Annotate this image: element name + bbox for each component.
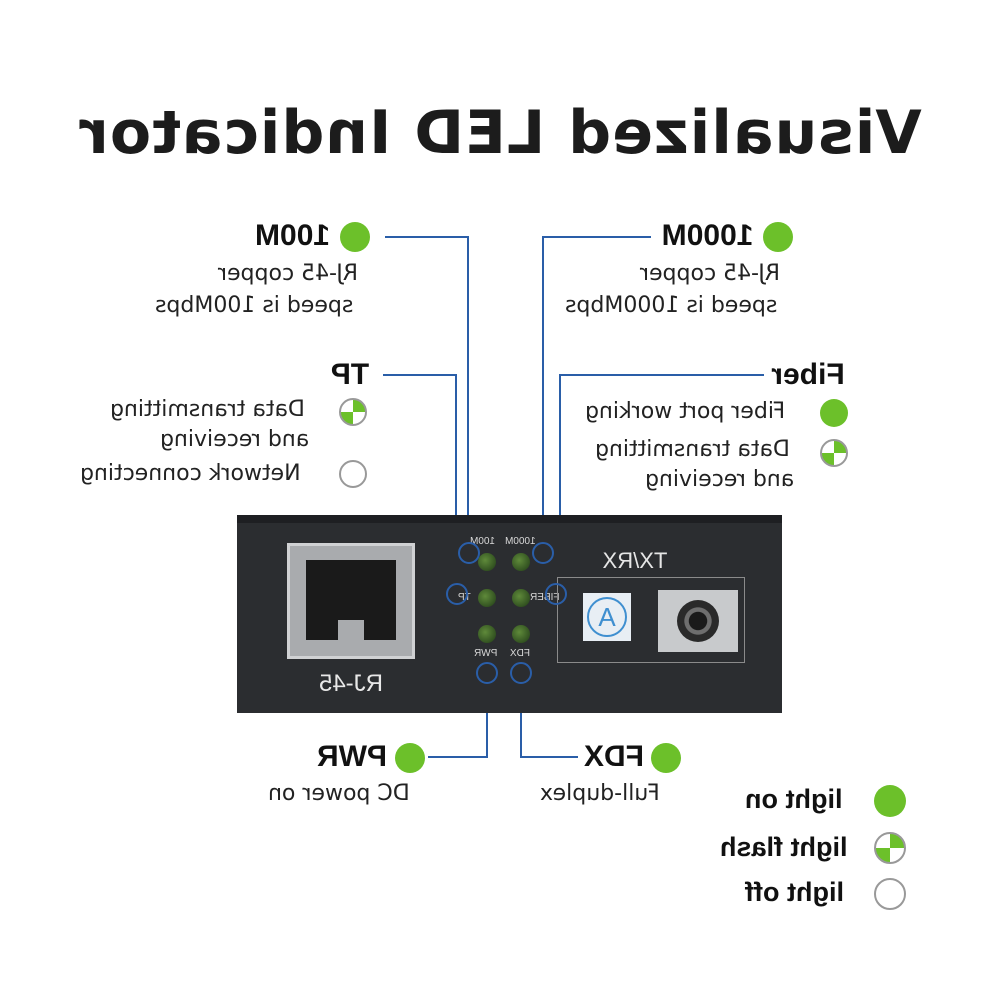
pointer-tp (446, 583, 468, 605)
callout-tp-item2: Network connecting (80, 461, 301, 486)
callout-1000m-title: 1000M (661, 219, 754, 252)
status-flash-icon (339, 398, 367, 426)
txrx-label: TX/RX (602, 548, 668, 573)
pointer-fiber (545, 583, 567, 605)
port-a-badge: A (583, 593, 631, 641)
callout-1000m-desc-line2: speed is 1000Mbps (565, 293, 778, 318)
device-led-1000m (512, 553, 530, 571)
device-led-fiber (512, 589, 530, 607)
rj45-port (287, 543, 415, 659)
line-100m (385, 236, 469, 547)
status-off-icon (339, 460, 367, 488)
legend-off-label: light off (745, 877, 844, 907)
pointer-fdx (510, 662, 532, 684)
device-led-tp (478, 589, 496, 607)
callout-fiber-title: Fiber (771, 358, 845, 391)
callout-fiber-item2: Data transmitting (595, 437, 790, 462)
callout-100m-title: 100M (254, 219, 331, 252)
callout-pwr-desc: DC power on (268, 781, 410, 806)
callout-fiber-item2-cont: and receiving (645, 467, 795, 492)
pointer-1000m (532, 542, 554, 564)
device-led-fdx (512, 625, 530, 643)
device-led-pwr (478, 625, 496, 643)
fiber-port-frame (557, 577, 745, 663)
legend-on-label: light on (745, 784, 843, 814)
device-label-fdx: FDX (510, 648, 530, 659)
callout-tp-title: TP (330, 358, 370, 391)
callout-tp-item1: Data transmitting (110, 397, 305, 422)
sc-fiber-connector (658, 590, 738, 652)
callout-fdx-desc: Full-duplex (540, 781, 660, 806)
line-1000m (542, 236, 651, 547)
callout-pwr-title: PWR (317, 740, 387, 773)
status-on-icon (340, 222, 370, 252)
pointer-pwr (476, 662, 498, 684)
device-label-pwr: PWR (474, 648, 498, 659)
pointer-100m (458, 542, 480, 564)
legend-on-icon (874, 785, 906, 817)
status-on-icon (763, 222, 793, 252)
port-a-letter: A (587, 597, 627, 637)
callout-fdx-title: FDX (584, 740, 644, 773)
callout-tp-item1-cont: and receiving (160, 427, 310, 452)
callout-fiber-item1: Fiber port working (585, 399, 786, 424)
device-label-1000m: 1000M (505, 536, 536, 547)
legend-off-icon (874, 878, 906, 910)
callout-100m-desc-line2: speed is 100Mbps (155, 293, 354, 318)
status-on-icon (395, 743, 425, 773)
status-flash-icon (820, 439, 848, 467)
legend-flash-icon (874, 832, 906, 864)
callout-100m-desc-line1: RJ-45 copper (218, 261, 358, 286)
rj45-label: RJ-45 (318, 670, 384, 697)
device-led-100m (478, 553, 496, 571)
status-on-icon (651, 743, 681, 773)
legend-flash-label: light flash (720, 832, 848, 862)
callout-1000m-desc-line1: RJ-45 copper (640, 261, 780, 286)
status-on-icon (820, 399, 848, 427)
